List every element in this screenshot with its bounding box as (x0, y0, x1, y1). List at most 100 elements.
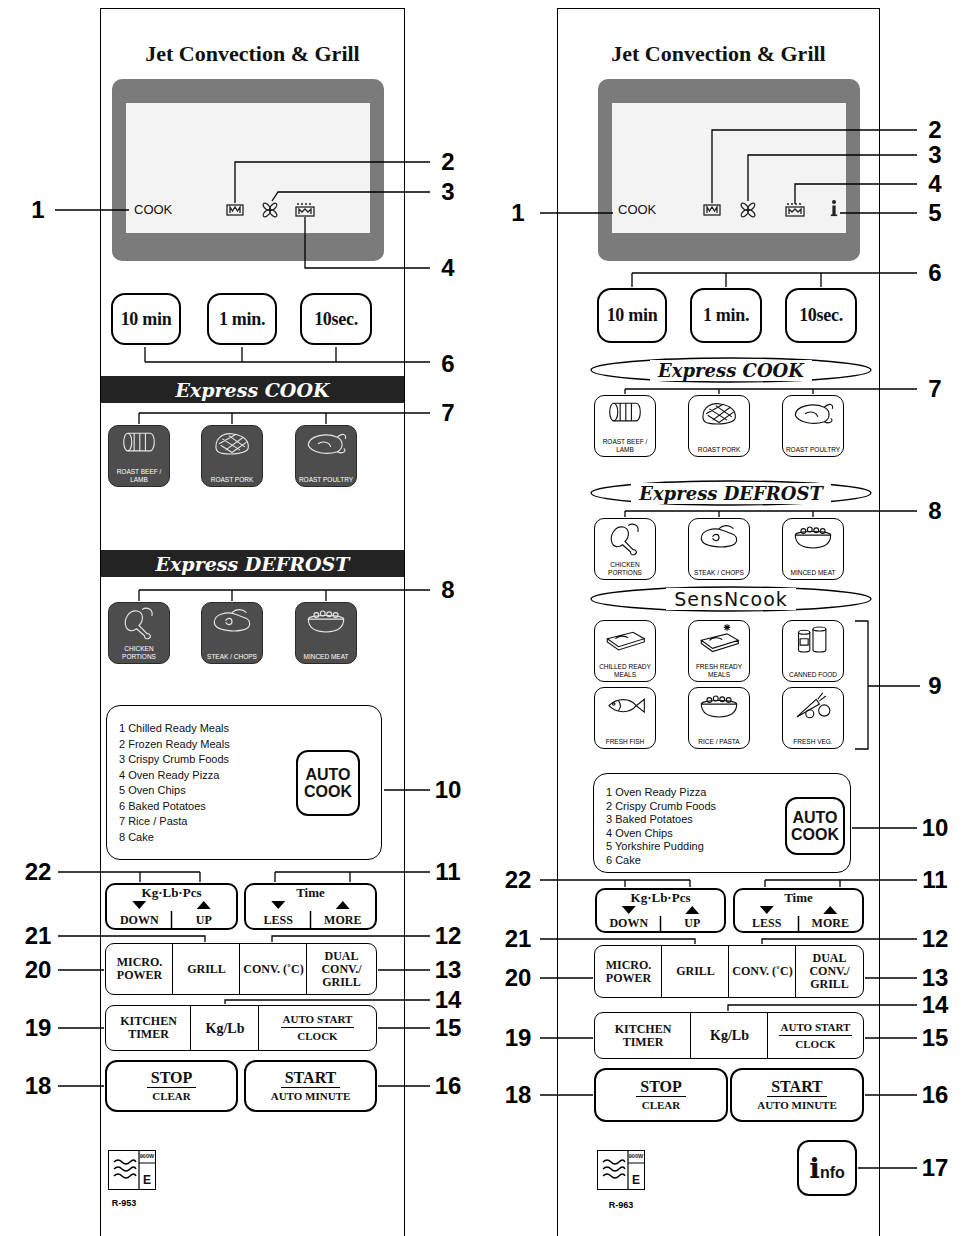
icon-stroke (720, 697, 725, 702)
callout-number: 11 (435, 860, 460, 884)
key-label: DOWN (597, 917, 661, 930)
key-label: START (281, 1069, 341, 1088)
panel-title: Jet Convection & Grill (558, 41, 879, 67)
callout-number: 14 (922, 993, 949, 1017)
line-art (704, 205, 720, 215)
leader-line (274, 872, 275, 882)
icon-stroke (814, 528, 819, 533)
key-label: FRESH READY MEALS (691, 663, 747, 678)
leader-line (718, 511, 719, 517)
callout-number: 22 (25, 860, 52, 884)
key-label: E (628, 1173, 644, 1187)
function-key: Kg/Lb (190, 1005, 260, 1051)
divider (660, 916, 662, 931)
down-arrow (132, 901, 146, 909)
divider (310, 911, 312, 928)
food-icon (689, 396, 749, 433)
up-arrow (685, 906, 699, 914)
callout-number: 2 (441, 150, 454, 174)
callout-number: 4 (928, 172, 941, 196)
time-button: 10 min (597, 288, 667, 343)
key-label: ROAST POULTRY (786, 446, 840, 454)
callout-number: 8 (928, 499, 941, 523)
function-key: MICRO. POWER (105, 943, 174, 995)
leader-line (855, 621, 868, 749)
callout-number: 12 (435, 924, 462, 948)
food-icon (595, 621, 655, 658)
leader-line (272, 936, 430, 942)
up-arrow (336, 901, 350, 909)
callout-number: 20 (25, 958, 52, 982)
leader-line (139, 412, 430, 413)
rating-badge: 900WE (597, 1150, 645, 1190)
key-label: CONV. (˚C) (732, 965, 792, 978)
key-label: STOP (636, 1078, 686, 1097)
leader-line (718, 389, 719, 394)
callout-number: 21 (25, 924, 52, 948)
icon-stroke (703, 404, 735, 424)
food-icon (595, 688, 655, 725)
key-label: UP (172, 914, 237, 927)
leader-line (325, 590, 326, 601)
auto-cook-list: 1 Chilled Ready Meals2 Frozen Ready Meal… (106, 705, 382, 860)
food-button: ROAST PORK (201, 425, 263, 487)
callout-number: 18 (505, 1083, 532, 1107)
icon-stroke (795, 404, 832, 423)
key-label: ROAST BEEF / LAMB (597, 438, 653, 453)
function-key: AUTO STARTCLOCK (258, 1005, 377, 1051)
food-button: CANNED FOOD (782, 620, 844, 682)
food-icon (109, 603, 169, 640)
line-art (740, 202, 750, 212)
food-icon (202, 426, 262, 463)
icon-stroke (707, 698, 712, 703)
leader-line (631, 273, 632, 287)
key-label: COOK (134, 202, 172, 218)
leader-line (865, 977, 917, 978)
icon-stroke (610, 403, 618, 421)
icon-stroke (214, 610, 249, 631)
key-label: AUTO COOK (298, 766, 358, 800)
key-label: STEAK / CHOPS (694, 569, 744, 577)
leader-line (138, 413, 139, 424)
key-label: 1 min. (219, 309, 265, 330)
key-label: 10sec. (314, 309, 358, 330)
band-ellipse (591, 358, 871, 382)
icon-stroke (125, 608, 152, 639)
key-label: 900W (139, 1153, 155, 1160)
leader-line (275, 871, 430, 872)
start-stop-key: STARTAUTO MINUTE (244, 1060, 377, 1112)
leader-line (231, 590, 232, 601)
food-icon (109, 426, 169, 463)
line-art (786, 207, 804, 216)
key-label: 10 min (607, 305, 658, 326)
key-label: E (139, 1173, 155, 1187)
key-label: Kg·Lb·Pcs (597, 891, 724, 904)
wave (603, 1167, 625, 1171)
leader-line (540, 1037, 593, 1038)
food-button: ROAST PORK (688, 395, 750, 457)
callout-number: 12 (922, 927, 949, 951)
key-label: FRESH VEG. (793, 738, 832, 746)
callout-number: 2 (928, 118, 941, 142)
fan-symbol (740, 202, 756, 218)
leader-line (378, 1085, 430, 1086)
leader-line (858, 1167, 917, 1168)
callout-number: 14 (435, 988, 462, 1012)
food-button: RICE / PASTA (688, 687, 750, 749)
leader-line (795, 184, 860, 204)
key-label: MINCED MEAT (790, 569, 835, 577)
fan-symbol (262, 202, 278, 218)
callout-number: 1 (511, 201, 524, 225)
callout-number: 10 (922, 816, 949, 840)
up-arrow (197, 901, 211, 909)
icon-stroke (806, 710, 814, 718)
icon-stroke (614, 403, 641, 421)
grill-symbol (227, 205, 243, 215)
food-icon (689, 621, 749, 658)
leader-line (540, 977, 593, 978)
icon-stroke (308, 615, 343, 631)
time-button: 10sec. (785, 288, 857, 343)
callout-number: 11 (922, 868, 947, 892)
leader-line (58, 871, 200, 872)
key-label: STOP (147, 1069, 197, 1088)
